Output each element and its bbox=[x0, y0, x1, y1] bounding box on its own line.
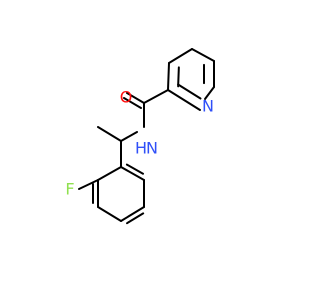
bond-pyridine-6 bbox=[167, 89, 201, 111]
molecule-diagram: O N H N F bbox=[65, 48, 215, 225]
bond-carbonyl-double-b bbox=[123, 97, 142, 109]
atom-amide-hydrogen-label: H bbox=[135, 139, 147, 158]
bond-phenyl-6-inner bbox=[125, 163, 145, 175]
atom-pyridine-nitrogen-label: N bbox=[202, 97, 214, 116]
atom-oxygen-label: O bbox=[120, 88, 133, 107]
bond-carbonyl-double-a bbox=[126, 92, 145, 104]
bond-pyridine-2 bbox=[168, 48, 193, 64]
bond-methine-to-methyl bbox=[97, 126, 122, 142]
bond-pyridine-3 bbox=[191, 48, 215, 62]
bond-pyridine-1 bbox=[167, 62, 170, 91]
bond-phenyl-6 bbox=[120, 166, 145, 181]
bond-phenyl-4 bbox=[120, 206, 145, 222]
bond-phenyl-3 bbox=[97, 206, 122, 222]
bond-phenyl-4-inner bbox=[126, 212, 145, 225]
structure-canvas: O N H N F bbox=[65, 48, 215, 225]
bond-carbonyl-to-ring bbox=[143, 89, 169, 104]
bond-methine-to-nh bbox=[120, 131, 138, 142]
atom-amide-nitrogen-label: N bbox=[146, 139, 158, 158]
atom-fluorine-label: F bbox=[65, 180, 74, 199]
bond-layer bbox=[78, 48, 215, 225]
bond-fluorine bbox=[78, 179, 99, 190]
bond-pyridine-6-inner bbox=[177, 83, 202, 100]
bond-pyridine-5 bbox=[204, 86, 215, 100]
bond-pyridine-1-inner bbox=[177, 66, 180, 88]
bond-phenyl-1 bbox=[97, 166, 122, 181]
